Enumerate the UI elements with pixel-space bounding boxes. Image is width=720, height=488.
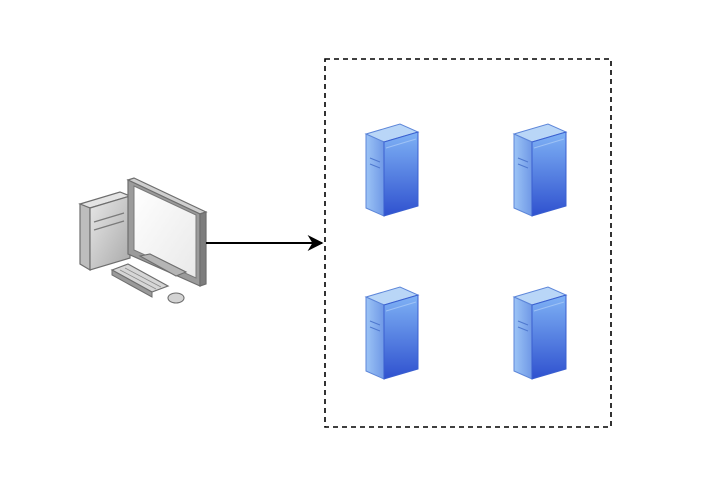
- computer-tower: [78, 191, 132, 272]
- server-icon: [512, 123, 568, 217]
- server-icon: [512, 286, 568, 380]
- desktop-computer-icon: [78, 177, 208, 304]
- server-icon: [364, 123, 420, 217]
- computer-mouse: [167, 292, 185, 304]
- server-cluster-boundary: [324, 58, 612, 428]
- computer-keyboard: [110, 263, 170, 298]
- monitor-stand: [138, 253, 188, 277]
- server-icon: [364, 286, 420, 380]
- server-cluster: [364, 123, 568, 380]
